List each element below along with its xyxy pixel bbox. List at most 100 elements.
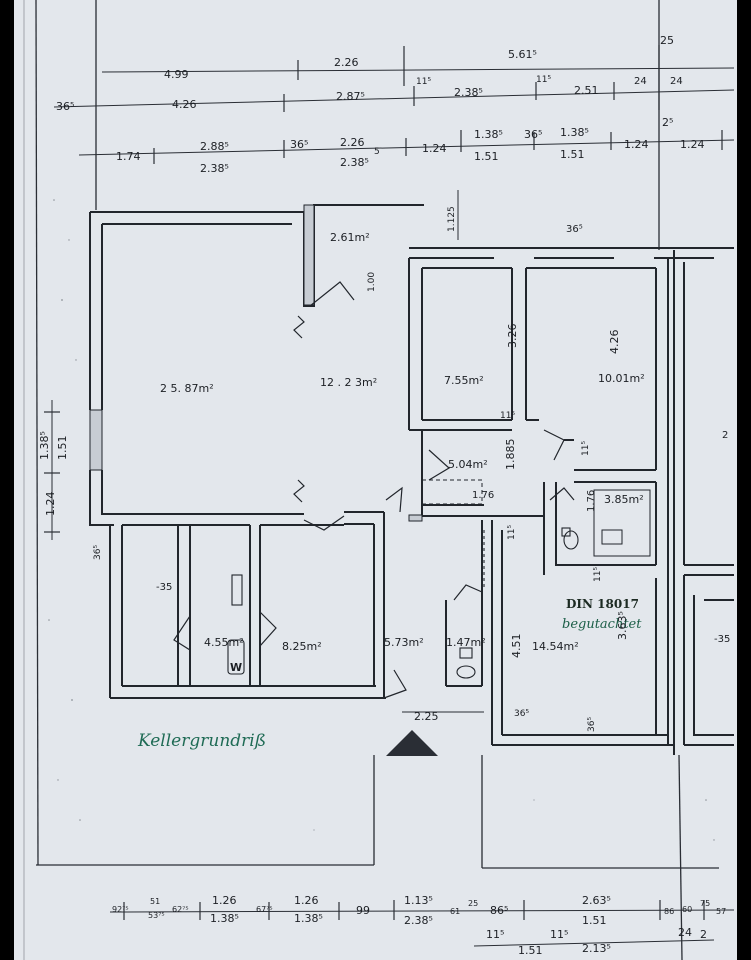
- room-area-1: 2 5. 87m²: [160, 382, 214, 395]
- svg-text:36⁵: 36⁵: [587, 717, 597, 732]
- paper-background: [14, 0, 737, 960]
- svg-text:99: 99: [356, 904, 370, 917]
- svg-text:2.38⁵: 2.38⁵: [404, 914, 433, 927]
- svg-text:2.25: 2.25: [414, 710, 439, 723]
- svg-text:36⁵: 36⁵: [524, 128, 542, 141]
- room-area-10: 5.73m²: [384, 636, 424, 649]
- top-dims-row-1: 4.99 2.26 5.61⁵ 25: [164, 34, 674, 81]
- room-area-12: 14.54m²: [532, 640, 579, 653]
- bottom-dims-row-1: 92⁷⁵ 51 53⁷⁵ 62⁷⁵ 1.26 1.38⁵ 67⁷⁵ 1.26 1…: [112, 894, 726, 927]
- svg-text:2.51: 2.51: [574, 84, 599, 97]
- svg-text:1.74: 1.74: [116, 150, 141, 163]
- svg-text:1.51: 1.51: [56, 436, 69, 461]
- svg-text:36⁵: 36⁵: [290, 138, 308, 151]
- paper-frame-lines: [23, 0, 719, 960]
- svg-text:24: 24: [634, 76, 647, 87]
- svg-text:2.26: 2.26: [334, 56, 359, 69]
- svg-text:1.38⁵: 1.38⁵: [210, 912, 239, 925]
- svg-text:60: 60: [682, 905, 692, 914]
- svg-text:1.38⁵: 1.38⁵: [294, 912, 323, 925]
- svg-text:3.26: 3.26: [506, 324, 519, 349]
- svg-text:11⁵: 11⁵: [500, 411, 515, 421]
- floor-plan-drawing: 2 5. 87m² 12 . 2 3m² 2.61m² 7.55m² 10.01…: [14, 0, 737, 960]
- room-area-5: 10.01m²: [598, 372, 645, 385]
- svg-text:1.51: 1.51: [582, 914, 607, 927]
- svg-text:51: 51: [150, 897, 160, 906]
- room-area-3: 2.61m²: [330, 231, 370, 244]
- svg-text:2.88⁵: 2.88⁵: [200, 140, 229, 153]
- svg-text:25: 25: [468, 899, 478, 908]
- svg-text:36⁵: 36⁵: [93, 545, 103, 560]
- svg-text:5.61⁵: 5.61⁵: [508, 48, 537, 61]
- walls: [89, 204, 734, 755]
- wall-hatching: [89, 204, 651, 557]
- svg-text:75: 75: [700, 899, 710, 908]
- wc-label: W: [230, 661, 242, 674]
- svg-text:1.24: 1.24: [680, 138, 705, 151]
- room-area-2: 12 . 2 3m²: [320, 376, 377, 389]
- svg-text:1.24: 1.24: [422, 142, 447, 155]
- svg-text:2.87⁵: 2.87⁵: [336, 90, 365, 103]
- svg-text:61: 61: [450, 907, 460, 916]
- svg-text:36⁵: 36⁵: [514, 709, 529, 719]
- svg-text:2.38⁵: 2.38⁵: [340, 156, 369, 169]
- svg-text:1.00: 1.00: [367, 272, 377, 292]
- svg-text:11⁵: 11⁵: [507, 525, 517, 540]
- bottom-dims-row-2: 11⁵ 1.51 11⁵ 2.13⁵ 24 2: [486, 926, 707, 957]
- svg-text:57: 57: [716, 907, 726, 916]
- svg-text:67⁷⁵: 67⁷⁵: [256, 905, 273, 914]
- edge-label: 2: [722, 430, 728, 441]
- svg-text:36⁵: 36⁵: [56, 100, 74, 113]
- svg-text:1.38⁵: 1.38⁵: [560, 126, 589, 139]
- svg-text:11⁵: 11⁵: [581, 441, 591, 456]
- din-note-signature: begutachtet: [562, 617, 642, 632]
- svg-text:2.38⁵: 2.38⁵: [454, 86, 483, 99]
- svg-text:1.26: 1.26: [212, 894, 237, 907]
- svg-text:62⁷⁵: 62⁷⁵: [172, 905, 189, 914]
- svg-text:1.38⁵: 1.38⁵: [38, 431, 51, 460]
- room-area-8: 4.55m²: [204, 636, 244, 649]
- svg-text:11⁵: 11⁵: [536, 75, 551, 85]
- left-dims: 1.38⁵ 1.51 1.24 36⁵: [38, 431, 103, 560]
- level-note-left: -35: [156, 582, 172, 593]
- svg-text:1.13⁵: 1.13⁵: [404, 894, 433, 907]
- svg-text:53⁷⁵: 53⁷⁵: [148, 911, 165, 920]
- svg-text:1.26: 1.26: [294, 894, 319, 907]
- svg-text:1.24: 1.24: [44, 492, 57, 517]
- paper-tone: [14, 0, 737, 960]
- svg-text:1.76: 1.76: [472, 490, 494, 501]
- top-dims-row-2: 36⁵ 4.26 2.87⁵ 11⁵ 2.38⁵ 11⁵ 2.51 24 24: [56, 75, 683, 113]
- svg-text:11⁵: 11⁵: [416, 77, 431, 87]
- room-area-7: 3.85m²: [604, 493, 644, 506]
- svg-text:2.38⁵: 2.38⁵: [200, 162, 229, 175]
- svg-text:2.13⁵: 2.13⁵: [582, 942, 611, 955]
- svg-text:24: 24: [670, 76, 683, 87]
- paper-speckles: [48, 199, 715, 841]
- svg-text:4.99: 4.99: [164, 68, 189, 81]
- room-area-11: 1.47m²: [446, 636, 486, 649]
- svg-text:1.38⁵: 1.38⁵: [474, 128, 503, 141]
- svg-text:1.51: 1.51: [518, 944, 543, 957]
- svg-text:1.125: 1.125: [447, 206, 457, 232]
- svg-text:36⁵: 36⁵: [566, 224, 583, 235]
- room-area-4: 7.55m²: [444, 374, 484, 387]
- svg-text:4.26: 4.26: [172, 98, 197, 111]
- svg-text:3.63⁵: 3.63⁵: [616, 611, 629, 640]
- svg-text:86⁵: 86⁵: [490, 904, 508, 917]
- svg-text:92⁷⁵: 92⁷⁵: [112, 905, 129, 914]
- svg-text:5: 5: [374, 147, 380, 157]
- top-dims-row-3: 1.74 2.88⁵ 2.38⁵ 36⁵ 2.26 2.38⁵ 5 1.24 1…: [116, 116, 705, 175]
- svg-text:24: 24: [678, 926, 692, 939]
- svg-text:2.26: 2.26: [340, 136, 365, 149]
- svg-text:11⁵: 11⁵: [550, 928, 568, 941]
- level-note-right: -35: [714, 634, 730, 645]
- room-area-6: 5.04m²: [448, 458, 488, 471]
- svg-text:1.76: 1.76: [586, 490, 597, 512]
- svg-text:2: 2: [700, 928, 707, 941]
- interior-dims: 1.125 36⁵ 1.00 3.26 4.26 1.885 11⁵ 1.76 …: [367, 206, 629, 732]
- svg-text:1.24: 1.24: [624, 138, 649, 151]
- svg-text:11⁵: 11⁵: [593, 567, 603, 582]
- handwritten-title: Kellergrundriß: [137, 731, 266, 751]
- svg-text:1.885: 1.885: [504, 439, 517, 471]
